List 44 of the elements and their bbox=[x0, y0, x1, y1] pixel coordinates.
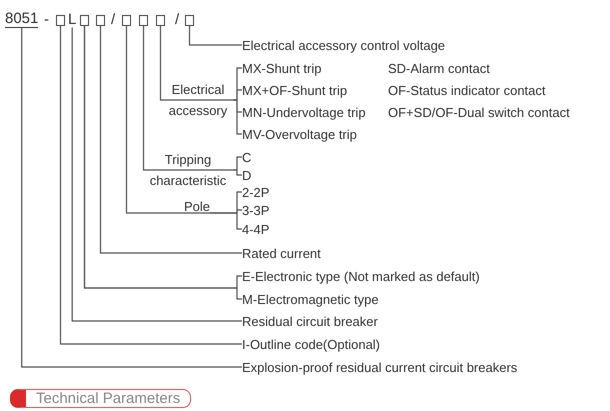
description-text: C bbox=[242, 150, 252, 164]
description-text: 2-2P bbox=[242, 184, 270, 200]
code-placeholder-box bbox=[56, 14, 65, 26]
leader-line bbox=[100, 26, 242, 254]
bracket-line bbox=[233, 99, 242, 135]
description-text: 4-4P bbox=[242, 222, 270, 236]
group-heading: Tripping characteristic bbox=[143, 149, 233, 191]
bracket-line bbox=[233, 169, 242, 176]
separator-symbol: / bbox=[111, 10, 116, 28]
description-text: I-Outline code(Optional) bbox=[242, 336, 380, 352]
code-placeholder-box bbox=[139, 14, 148, 26]
description-text: OF+SD/OF-Dual switch contact bbox=[388, 104, 570, 120]
separator-symbol: - bbox=[44, 10, 49, 28]
leader-line bbox=[188, 26, 242, 46]
code-placeholder-box bbox=[122, 14, 131, 26]
leader-line bbox=[126, 26, 210, 214]
group-heading: Pole bbox=[184, 200, 210, 214]
description-text: MN-Undervoltage trip bbox=[242, 104, 366, 120]
description-text: 3-3P bbox=[242, 202, 270, 218]
leader-line bbox=[21, 28, 242, 368]
description-text: OF-Status indicator contact bbox=[388, 82, 546, 98]
section-heading: Technical Parameters bbox=[10, 389, 192, 408]
description-text: Electrical accessory control voltage bbox=[242, 38, 446, 52]
group-heading: Electrical accessory bbox=[163, 79, 233, 121]
description-text: MX+OF-Shunt trip bbox=[242, 82, 348, 98]
code-placeholder-box bbox=[156, 14, 165, 26]
code-placeholder-box bbox=[96, 14, 105, 26]
description-text: M-Electromagnetic type bbox=[242, 292, 379, 306]
leader-line bbox=[142, 26, 233, 171]
code-placeholder-box bbox=[80, 14, 89, 26]
description-text: SD-Alarm contact bbox=[388, 60, 490, 76]
bracket-line bbox=[210, 212, 242, 230]
description-text: D bbox=[242, 168, 252, 182]
description-text: MX-Shunt trip bbox=[242, 60, 322, 76]
description-text: MV-Overvoltage trip bbox=[242, 126, 357, 142]
leader-line bbox=[160, 26, 233, 101]
description-text: Residual circuit breaker bbox=[242, 314, 378, 328]
separator-symbol: / bbox=[175, 10, 180, 28]
model-code-text: 8051 bbox=[5, 10, 38, 28]
code-placeholder-box bbox=[185, 14, 194, 26]
description-text: Rated current bbox=[242, 246, 321, 260]
description-text: Explosion-proof residual current circuit breakers bbox=[242, 360, 518, 374]
model-code-text: L bbox=[68, 10, 76, 28]
description-text: E-Electronic type (Not marked as default) bbox=[242, 268, 480, 284]
